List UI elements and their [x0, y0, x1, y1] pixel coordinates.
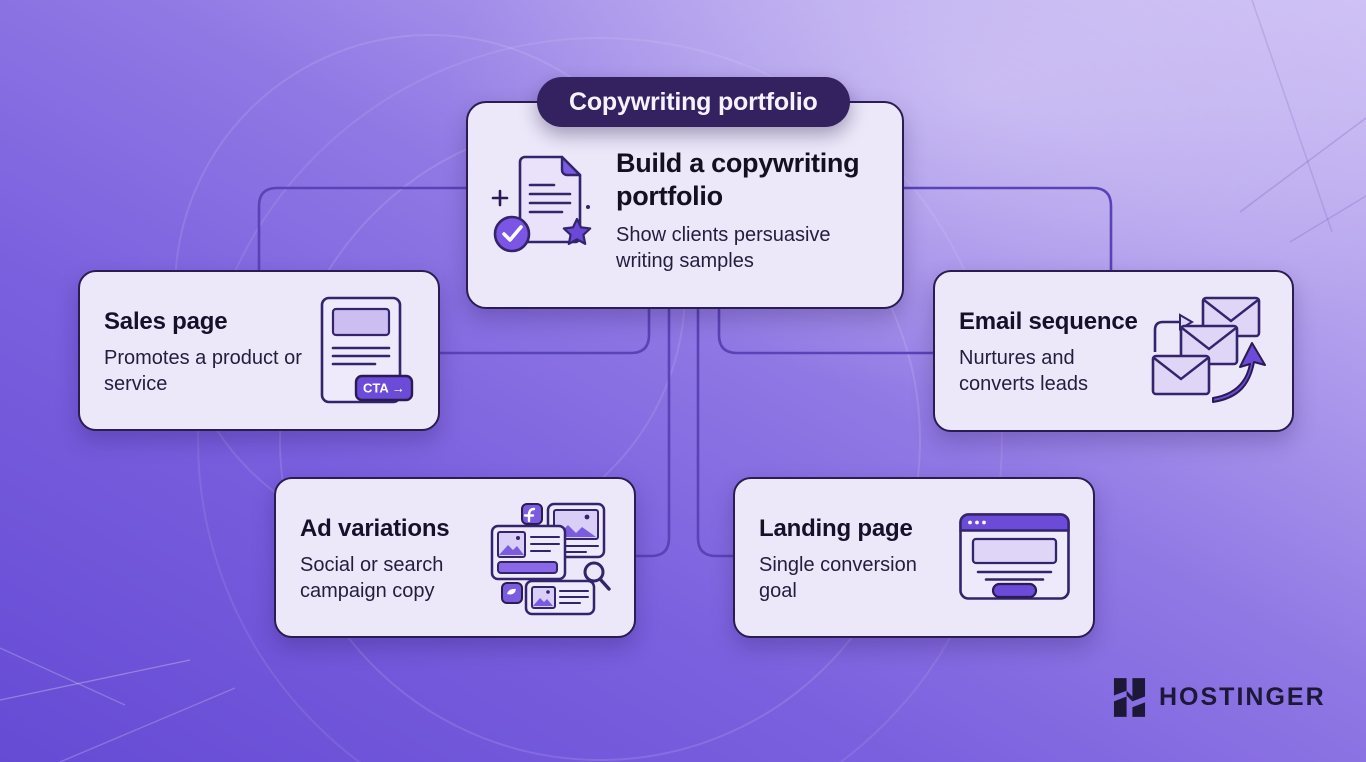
node-card-ad-variations: Ad variations Social or search campaign …	[274, 477, 636, 638]
node-card-email-sequence: Email sequence Nurtures and converts lea…	[933, 270, 1294, 432]
twitter-icon	[507, 588, 516, 595]
node-title: Sales page	[104, 308, 228, 335]
node-subtitle: Nurtures and converts leads	[959, 347, 1088, 395]
root-tag-pill: Copywriting portfolio	[537, 77, 850, 127]
facebook-icon	[523, 507, 536, 523]
connector-root-to-landing	[696, 304, 734, 558]
portfolio-document-icon	[491, 155, 592, 253]
root-card-subtitle: Show clients persuasive writing samples	[616, 223, 831, 272]
root-tag-label: Copywriting portfolio	[569, 87, 818, 116]
ad-card-bottom	[524, 579, 596, 616]
ad-card-front	[490, 524, 567, 581]
node-title: Ad variations	[300, 515, 450, 542]
node-title: Email sequence	[959, 308, 1138, 335]
node-subtitle: Single conversion goal	[759, 554, 917, 602]
connector-root-to-email-side	[717, 304, 934, 355]
sales-page-icon: CTA →	[320, 296, 414, 404]
root-card-title: Build a copywriting portfolio	[616, 148, 860, 211]
root-card: Build a copywriting portfolio Show clien…	[466, 101, 904, 309]
landing-page-icon	[959, 513, 1070, 600]
node-subtitle: Social or search campaign copy	[300, 554, 444, 602]
hostinger-logo-text: HOSTINGER	[1159, 683, 1326, 711]
connector-root-to-sales-side	[437, 304, 651, 355]
ad-variations-icon	[490, 502, 611, 616]
connector-root-to-ads	[633, 304, 671, 558]
node-card-sales-page: Sales page Promotes a product or service…	[78, 270, 440, 431]
connector-root-to-sales-top	[257, 186, 466, 271]
node-card-landing-page: Landing page Single conversion goal	[733, 477, 1095, 638]
email-sequence-icon	[1151, 296, 1266, 403]
hostinger-logo: HOSTINGER	[1113, 678, 1326, 717]
hostinger-h-icon	[1113, 678, 1146, 717]
node-title: Landing page	[759, 515, 913, 542]
connector-root-to-email-top	[900, 186, 1113, 271]
magnifier-icon	[583, 561, 611, 591]
cta-button-label: CTA →	[363, 381, 405, 396]
node-subtitle: Promotes a product or service	[104, 347, 302, 395]
